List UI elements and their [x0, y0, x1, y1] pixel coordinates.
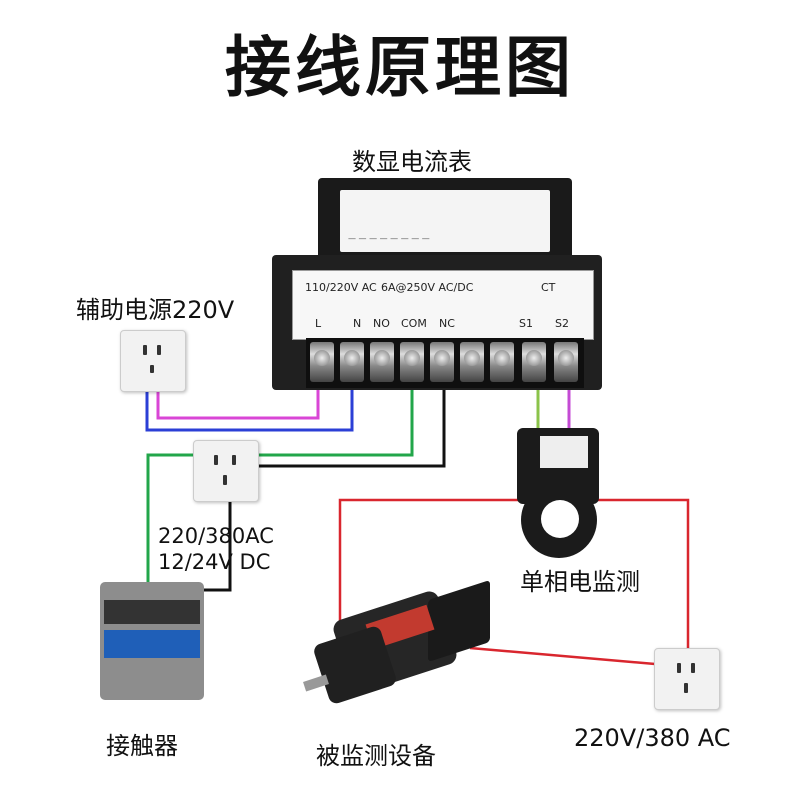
contactor-blue-band — [104, 630, 200, 658]
terminal-screw — [522, 342, 546, 382]
terminal-screw — [430, 342, 454, 382]
panel-group-ct: CT — [541, 281, 556, 294]
terminal-label-s1: S1 — [519, 317, 533, 330]
supply-outlet — [654, 648, 720, 710]
meter-terminal-panel: 110/220V AC 6A@250V AC/DC CT L N NO COM … — [292, 270, 594, 340]
outlet-slot — [232, 455, 236, 465]
sticker-terminal-row: — — — — — — — — — [348, 234, 430, 243]
meter-label: 数显电流表 — [352, 148, 472, 176]
terminal-screw — [460, 342, 484, 382]
contactor-top-terminals — [104, 600, 200, 624]
outlet-slot — [157, 345, 161, 355]
ct-clamp-hole — [541, 500, 579, 538]
single-phase-label: 单相电监测 — [520, 568, 640, 596]
terminal-screw — [370, 342, 394, 382]
supply-label: 220V/380 AC — [574, 724, 731, 752]
outlet-slot — [214, 455, 218, 465]
terminal-screw — [400, 342, 424, 382]
control-voltage-ac: 220/380AC — [158, 524, 274, 548]
meter-spec-sticker: — — — — — — — — — [340, 190, 550, 252]
monitored-device-label: 被监测设备 — [316, 742, 436, 770]
panel-group-relay: 6A@250V AC/DC — [381, 281, 474, 294]
wire-load-bottom — [469, 646, 679, 668]
outlet-slot — [677, 663, 681, 673]
terminal-screw — [490, 342, 514, 382]
terminal-label-n: N — [353, 317, 362, 330]
terminal-screw — [310, 342, 334, 382]
terminal-screw — [554, 342, 578, 382]
wire-com — [146, 365, 414, 590]
terminal-label-no: NO — [373, 317, 390, 330]
control-voltage-dc: 12/24V DC — [158, 550, 271, 574]
diagram-title: 接线原理图 — [225, 29, 575, 106]
outlet-slot — [143, 345, 147, 355]
terminal-screw — [340, 342, 364, 382]
terminal-label-s2: S2 — [555, 317, 569, 330]
ct-sticker — [540, 436, 588, 468]
terminal-label-l: L — [315, 317, 322, 330]
outlet-slot — [684, 683, 688, 693]
aux-power-label: 辅助电源220V — [76, 296, 235, 324]
contactor-label: 接触器 — [106, 732, 178, 760]
outlet-slot — [691, 663, 695, 673]
outlet-slot — [223, 475, 227, 485]
control-outlet — [193, 440, 259, 502]
aux-power-outlet — [120, 330, 186, 392]
terminal-label-com: COM — [401, 317, 427, 330]
panel-group-power: 110/220V AC — [305, 281, 377, 294]
outlet-slot — [150, 365, 154, 373]
wire-load-top — [338, 498, 690, 665]
terminal-label-nc: NC — [439, 317, 455, 330]
